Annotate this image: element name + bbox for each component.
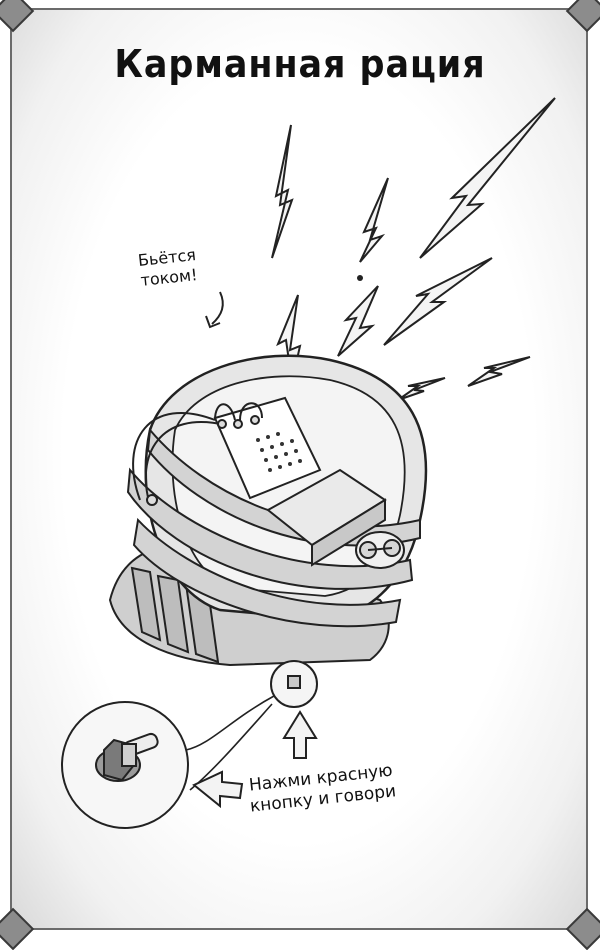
wires [132,402,263,506]
hand-drawn-arrow-icon [205,315,221,329]
lightning-bolt-icon [337,285,379,357]
lightning-bolt-icon [419,97,556,259]
lightning-bolt-icon [271,124,294,259]
zoom-connector [185,695,275,751]
lightning-bolt-icon [397,377,446,401]
lightning-bolt-icon [467,356,531,387]
hand-drawn-arrow-icon [211,291,224,325]
battery-side [311,498,386,567]
hand-drawn-arrow-icon [192,770,244,809]
button-detail-zoom [61,701,189,829]
hand-drawn-arrow-icon [282,710,318,759]
lightning-bolt-icon [383,257,493,346]
push-button-icon [270,660,318,708]
lightning-bolt-icon [359,177,389,263]
lightning-bolt-icon [271,97,556,401]
side-knob [355,531,405,569]
base-ribs [130,566,220,664]
page-title: Карманная рация [114,42,486,86]
speaker-holes [256,432,302,472]
